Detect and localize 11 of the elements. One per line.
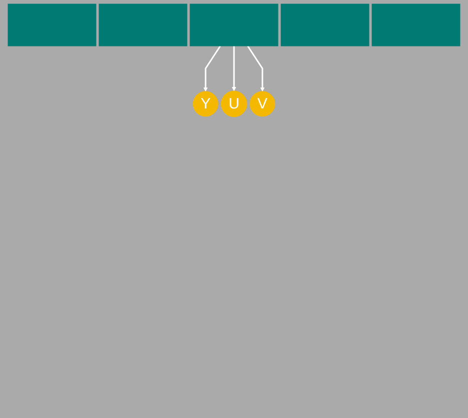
node-box	[98, 4, 188, 46]
node-box	[372, 4, 460, 46]
node-box	[190, 4, 278, 46]
arrow	[232, 46, 236, 92]
arrow	[203, 46, 221, 92]
node-box	[8, 4, 96, 46]
arrow	[247, 46, 265, 92]
node-box	[280, 4, 370, 46]
node-circle: V	[250, 91, 276, 117]
node-circle: U	[220, 90, 248, 118]
node-circle: Y	[192, 91, 218, 117]
